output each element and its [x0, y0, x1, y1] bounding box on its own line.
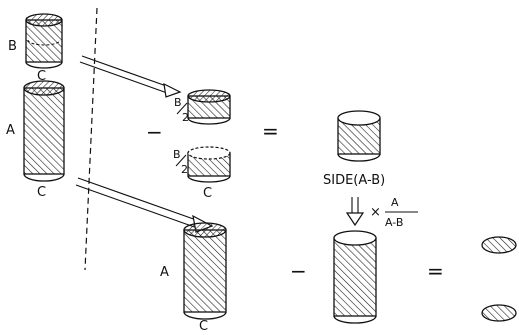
fraction-slash-1: [176, 102, 188, 115]
label-b-half-2-den: 2: [181, 163, 188, 176]
label-a-left: A: [6, 123, 15, 138]
times-symbol: ×: [370, 205, 381, 220]
cylinder-half-b-lower: [187, 146, 231, 183]
arrow-to-a-bottom: [75, 177, 214, 233]
label-b-half-1-num: B: [174, 96, 182, 109]
fraction-denominator: A-B: [385, 216, 403, 229]
label-a-bottom: A: [160, 265, 169, 280]
minus-operator-bottom: −: [290, 259, 307, 283]
fraction-slash-2: [175, 154, 187, 167]
label-c-under-a: C: [37, 185, 46, 200]
label-side: SIDE(A-B): [323, 173, 385, 188]
cylinder-side: [337, 110, 381, 162]
label-c-bottom: C: [199, 319, 208, 334]
cylinder-a-bottom: [183, 222, 227, 320]
result-disc-top: [481, 236, 517, 254]
label-c-under-b: C: [37, 69, 46, 84]
cylinder-half-b-upper: [187, 89, 231, 125]
label-c-small: C: [203, 186, 212, 201]
down-arrow: [345, 197, 365, 227]
equals-operator-bottom: =: [427, 259, 444, 283]
cylinder-a: [23, 80, 65, 182]
label-b-top: B: [8, 39, 17, 54]
dashed-divider: [84, 7, 98, 271]
cylinder-side-scaled: [333, 230, 377, 324]
label-b-half-2-num: B: [173, 148, 181, 161]
cylinder-b: [25, 13, 63, 69]
arrow-to-halves: [79, 55, 182, 98]
equals-operator-top: =: [262, 119, 279, 143]
fraction-numerator: A: [391, 196, 399, 209]
result-disc-bottom: [481, 304, 517, 322]
label-b-half-1-den: 2: [182, 111, 189, 124]
minus-operator-top: −: [146, 120, 163, 144]
